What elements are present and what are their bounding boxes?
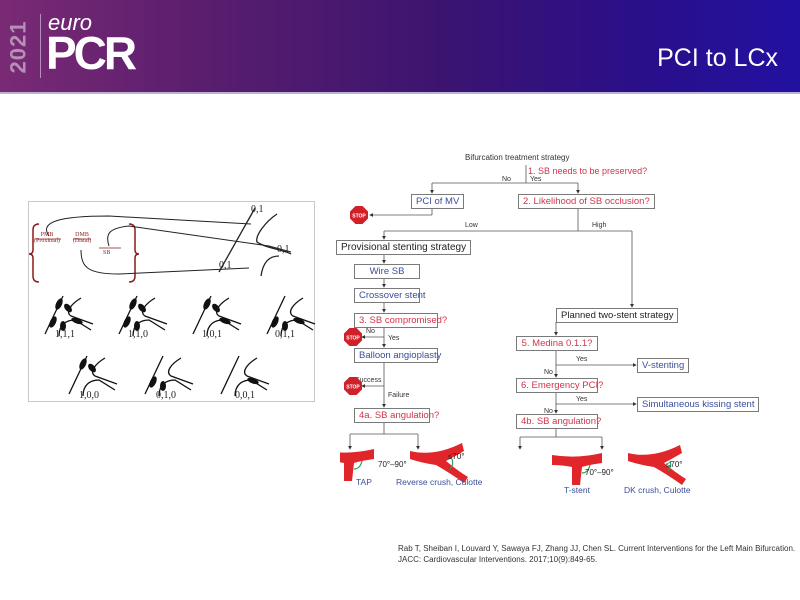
axis-code-pmb: 0,1	[251, 204, 264, 215]
technique-label-reverse-crush: Reverse crush, Culotte	[396, 477, 483, 487]
branch-label-yes: Yes	[530, 176, 542, 183]
flowchart-connectors	[340, 165, 686, 485]
pmb-sublabel: (Proximal)	[34, 238, 60, 244]
logo-divider	[40, 14, 41, 78]
branch-label-no: No	[544, 408, 553, 415]
medina-schematic	[29, 207, 292, 283]
node-crossover-stent: Crossover stent	[354, 288, 426, 303]
logo-year-text: 2021	[5, 20, 31, 74]
medina-class-label: 0,0,1	[235, 390, 255, 401]
bifurcation-flowchart: Bifurcation treatment strategy 1. SB nee…	[336, 145, 800, 505]
left-brace	[29, 223, 40, 283]
branch-label-failure: Failure	[388, 392, 410, 399]
node-likelihood-sb-occlusion: 2. Likelihood of SB occlusion?	[518, 194, 655, 209]
svg-text:STOP: STOP	[346, 336, 360, 342]
medina-class-label: 0,1,0	[156, 390, 176, 401]
slide-header: 2021 euro PCR PCI to LCx	[0, 0, 800, 92]
medina-lesion-icon	[220, 355, 270, 397]
node-wire-sb: Wire SB	[354, 264, 420, 279]
branch-label-success: Success	[355, 377, 382, 384]
branch-label-yes: Yes	[388, 335, 400, 342]
pmb-arrow	[46, 215, 252, 237]
sb-arrow	[107, 225, 292, 253]
branch-label-low: Low	[465, 222, 478, 229]
medina-lesion-icon	[44, 295, 94, 337]
node-planned-two-stent: Planned two-stent strategy	[556, 308, 679, 323]
branch-label-yes: Yes	[576, 356, 588, 363]
node-medina-011: 5. Medina 0.1.1?	[516, 336, 598, 351]
node-pci-of-mv: PCI of MV	[411, 194, 465, 209]
citation-line-1: Rab T, Sheiban I, Louvard Y, Sawaya FJ, …	[398, 544, 796, 553]
branch-label-yes: Yes	[576, 396, 588, 403]
medina-class-label: 1,1,1	[55, 329, 75, 340]
citation: Rab T, Sheiban I, Louvard Y, Sawaya FJ, …	[398, 543, 798, 565]
node-balloon-angioplasty: Balloon angioplasty	[354, 348, 441, 363]
dmb-arrow	[80, 249, 250, 275]
medina-lesion-icon	[118, 295, 168, 337]
node-provisional-stenting: Provisional stenting strategy	[336, 240, 472, 255]
node-v-stenting: V-stenting	[637, 358, 690, 373]
angle-label: ≤70°	[448, 452, 465, 461]
logo-prefix: euro	[48, 10, 93, 35]
medina-class-label: 0,1,1	[275, 329, 295, 340]
stop-sign-icon: STOP	[350, 206, 368, 224]
medina-class-label: 1,1,0	[128, 329, 148, 340]
angle-label: ≤70°	[666, 460, 683, 469]
sb-label: SB	[103, 250, 111, 256]
node-emergency-pci: 6. Emergency PCI?	[516, 378, 603, 393]
pmb-label: PMB	[40, 232, 54, 238]
branch-label-no: No	[544, 369, 553, 376]
logo-year: 2021	[5, 12, 40, 82]
citation-line-2: JACC: Cardiovascular Interventions. 2017…	[398, 555, 598, 564]
vessel-y-shape-dk-crush	[628, 445, 686, 485]
svg-text:STOP: STOP	[352, 214, 366, 220]
medina-classification-figure: PMB(Proximal) DMB(Distal) SB 0,1 0,1 0,1…	[28, 201, 316, 402]
medina-lesion-icon	[266, 295, 316, 337]
angle-label: 70°–90°	[585, 468, 614, 477]
svg-text:STOP: STOP	[346, 385, 360, 391]
medina-lesion-icon	[144, 355, 194, 397]
flowchart-title: Bifurcation treatment strategy	[465, 153, 570, 162]
medina-lesion-icon	[192, 295, 242, 337]
medina-lesion-icon	[68, 355, 118, 397]
medina-types	[44, 295, 316, 397]
branch-label-high: High	[592, 222, 607, 229]
vessel-t-shape-t-stent	[552, 453, 602, 485]
stop-sign-icon: STOP	[344, 377, 362, 395]
axis-code-dmb: 0,1	[219, 260, 232, 271]
vessel-y-shape-reverse-crush	[410, 443, 468, 483]
logo-name: PCR	[46, 27, 137, 79]
angle-label: 70°–90°	[378, 460, 407, 469]
medina-class-label: 1,0,0	[79, 390, 99, 401]
branch-label-no: No	[502, 176, 511, 183]
slide-title: PCI to LCx	[657, 44, 778, 72]
node-sb-angulation-4a: 4a. SB angulation?	[354, 408, 439, 423]
vessel-t-shape-tap	[340, 449, 374, 481]
axis-code-sb: 0,1	[277, 244, 290, 255]
header-divider	[0, 92, 800, 94]
technique-label-t-stent: T-stent	[564, 485, 590, 495]
dmb-sublabel: (Distal)	[72, 238, 92, 244]
node-sb-angulation-4b: 4b. SB angulation?	[516, 414, 601, 429]
node-sb-compromised: 3. SB compromised?	[354, 313, 447, 328]
node-simultaneous-kissing-stent: Simultaneous kissing stent	[637, 397, 760, 412]
right-brace	[128, 223, 140, 283]
question-sb-preserved: 1. SB needs to be preserved?	[528, 166, 648, 176]
stop-sign-icon: STOP	[344, 328, 362, 346]
branch-label-no: No	[366, 328, 375, 335]
technique-label-tap: TAP	[356, 477, 372, 487]
technique-label-dk-crush: DK crush, Culotte	[624, 485, 691, 495]
dmb-label: DMB	[75, 232, 89, 238]
medina-class-label: 1,0,1	[202, 329, 222, 340]
